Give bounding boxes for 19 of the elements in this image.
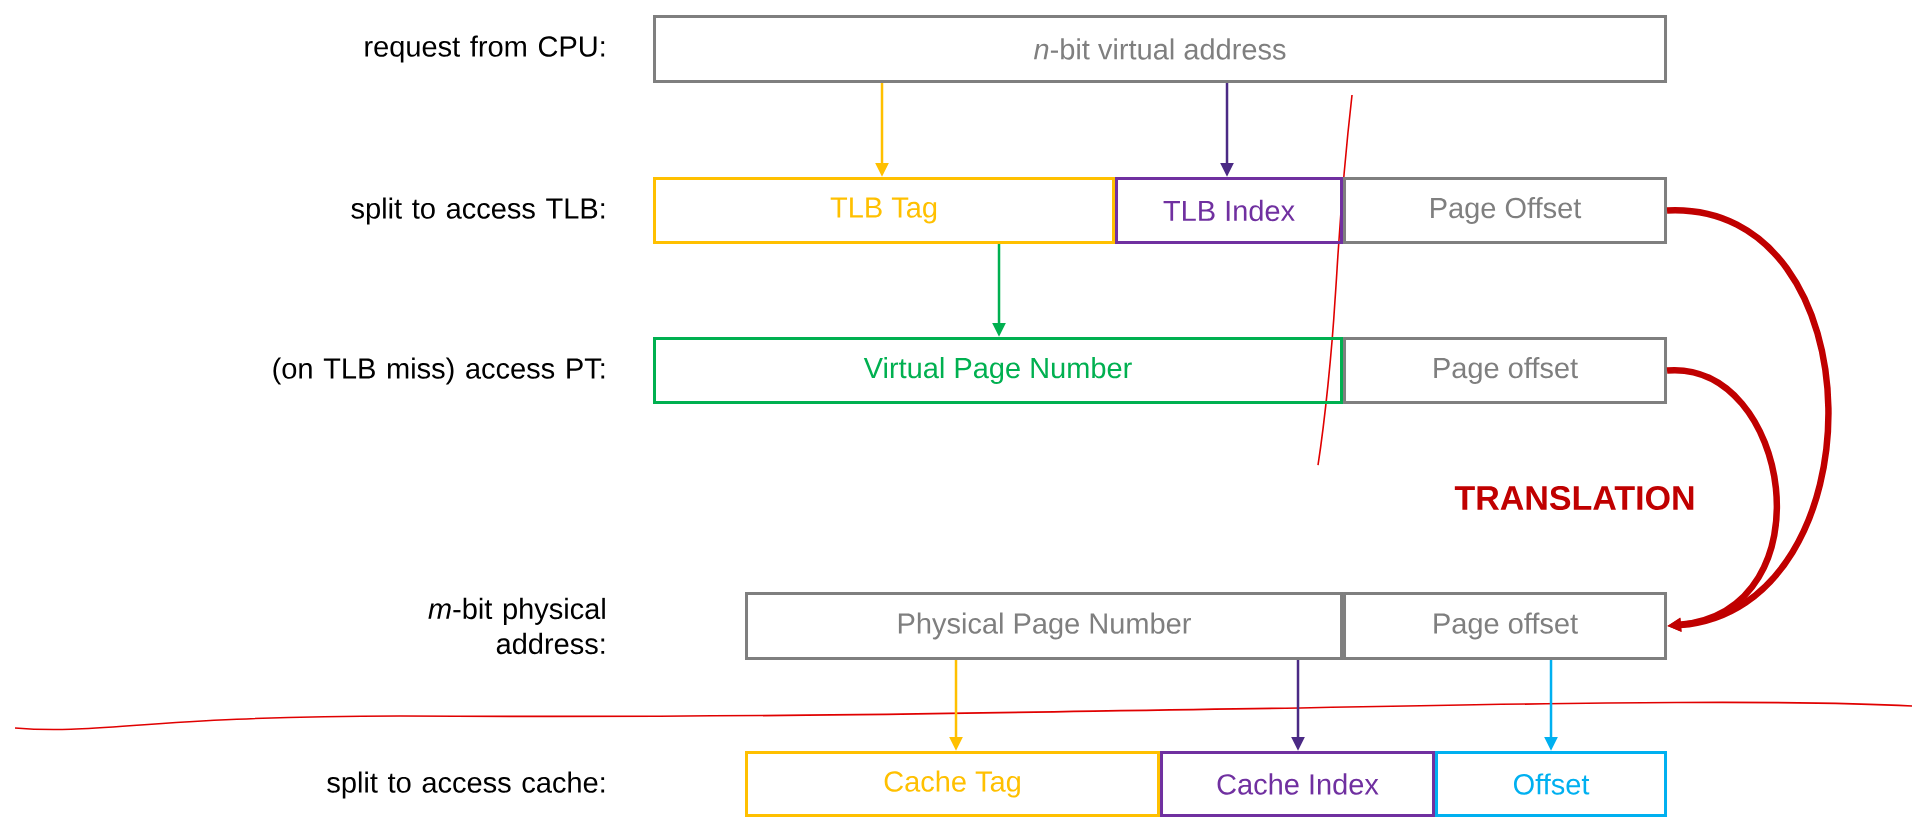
row-label: split to access TLB:: [351, 197, 605, 225]
field-box: TLB Tag: [653, 177, 1115, 244]
field-box: Cache Tag: [745, 751, 1160, 817]
field-box: Page offset: [1343, 337, 1667, 404]
field-box: Page offset: [1343, 592, 1667, 660]
field-box: Offset: [1435, 751, 1667, 817]
field-box: n-bit virtual address: [653, 15, 1667, 83]
field-box: Page Offset: [1343, 177, 1667, 244]
row-label: m-bit physical address:: [428, 597, 605, 655]
field-box: Physical Page Number: [745, 592, 1343, 660]
row-label: request from CPU:: [365, 35, 605, 63]
field-box: Cache Index: [1160, 751, 1435, 817]
arrow: [1666, 367, 1780, 632]
field-box: Virtual Page Number: [653, 337, 1343, 404]
row-label: split to access cache:: [327, 771, 605, 799]
arrow: [1666, 207, 1832, 632]
title-label: TRANSLATION: [1454, 485, 1694, 511]
field-box: TLB Index: [1115, 177, 1343, 244]
row-label: (on TLB miss) access PT:: [273, 357, 605, 385]
